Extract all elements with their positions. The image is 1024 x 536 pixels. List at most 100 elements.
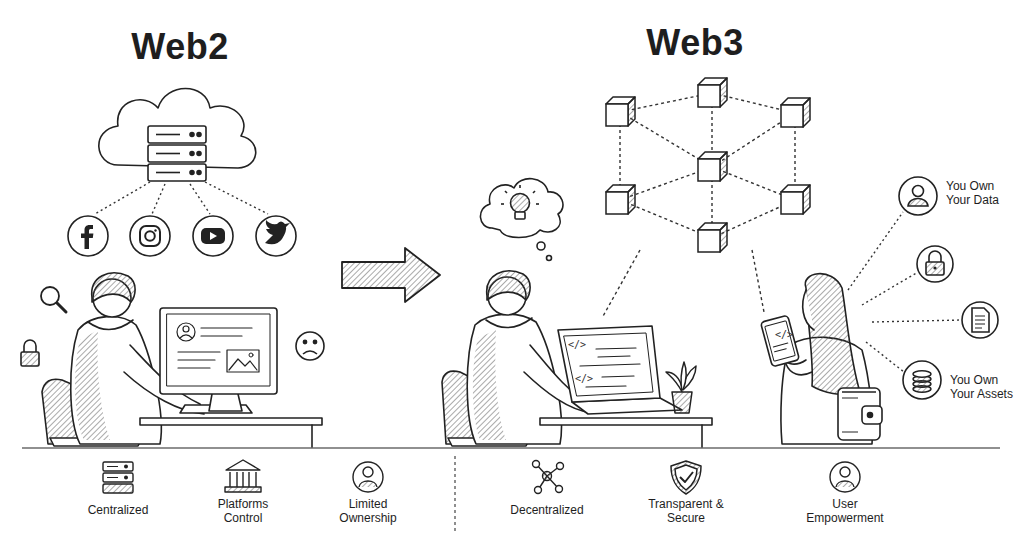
- transition-arrow: [342, 248, 440, 302]
- network-icon: [535, 487, 542, 494]
- web3-developer-at-desk: [602, 376, 634, 377]
- server-icon: [103, 462, 133, 471]
- badge-label: You Own Your Data: [946, 179, 1020, 207]
- code-symbol: </>: [575, 373, 605, 384]
- potted-plant: [681, 362, 686, 392]
- blockchain-block: [606, 97, 635, 126]
- user-icon: [363, 467, 373, 477]
- bank-icon: [226, 460, 260, 470]
- youtube-logo: [201, 228, 225, 244]
- code-symbol: </>: [568, 339, 598, 350]
- dotted-leader: [95, 182, 268, 214]
- lock-badge: [917, 246, 953, 282]
- feature-caption: Platforms Control: [207, 497, 279, 525]
- section-divider: [454, 456, 455, 532]
- feature-caption: Transparent & Secure: [640, 497, 732, 525]
- web2-user-at-desk: [42, 273, 322, 447]
- social-icon: [256, 216, 296, 256]
- web3-user-with-phone: [775, 349, 787, 352]
- sad-face-icon: [303, 340, 306, 343]
- wallet-icon: [868, 413, 873, 418]
- wallet-icon: [838, 388, 882, 440]
- network-icon: [543, 472, 552, 481]
- cloud-server: [190, 152, 194, 156]
- web2-user-at-desk: [201, 327, 252, 328]
- idea-bubble: [536, 203, 539, 205]
- web3-developer-at-desk: [701, 425, 703, 447]
- web2-user-at-desk: [167, 314, 270, 386]
- social-icon: [68, 216, 296, 256]
- blockchain-link: [602, 93, 795, 318]
- bank-icon: [236, 472, 237, 487]
- web2-user-at-desk: [178, 351, 220, 352]
- web3-developer-at-desk: [564, 333, 653, 396]
- user-icon: [359, 481, 377, 487]
- sad-face-icon: [296, 332, 324, 360]
- server-icon: [107, 466, 118, 467]
- user-icon: [836, 481, 854, 487]
- idea-bubble: [515, 212, 525, 219]
- idea-bubble: [480, 179, 563, 238]
- facebook-logo: [81, 225, 93, 249]
- bank-icon: [225, 487, 261, 492]
- sad-face-icon: [313, 340, 316, 343]
- idea-bubble: [537, 242, 545, 250]
- dotted-leader: [152, 184, 165, 214]
- sad-face-icon: [303, 351, 317, 354]
- badge-label: You Own Your Assets: [950, 373, 1022, 401]
- cloud-server: [190, 133, 194, 137]
- blockchain-block: [698, 78, 727, 107]
- blockchain-block: [698, 223, 727, 252]
- social-icon: [68, 216, 108, 256]
- web2-user-at-desk: [249, 353, 253, 357]
- cloud-server: [190, 171, 194, 175]
- dotted-leader: [848, 212, 962, 372]
- web3-developer-at-desk: [558, 326, 660, 402]
- badge-circle: [899, 177, 937, 215]
- web3-user-with-phone: [803, 290, 814, 330]
- lock-icon: [21, 352, 39, 366]
- instagram-logo: [154, 229, 156, 231]
- web3-developer-at-desk: [580, 364, 640, 366]
- idea-bubble: [533, 191, 535, 193]
- network-icon: [556, 486, 563, 493]
- bank-icon: [229, 472, 230, 487]
- web3-user-with-phone: [765, 321, 796, 361]
- document-badge: [962, 302, 998, 338]
- web2-user-at-desk: [183, 326, 189, 332]
- web2-user-at-desk: [178, 359, 215, 360]
- cloud-server: [99, 89, 256, 169]
- cloud-server: [148, 164, 206, 181]
- ownership-badge: You Own Your Assets: [900, 357, 1024, 403]
- document-badge: [972, 308, 989, 332]
- bank-icon: [248, 472, 249, 487]
- bank-icon: [255, 472, 256, 487]
- web3-user-with-phone: [761, 315, 800, 367]
- server-icon: [103, 484, 133, 493]
- instagram-logo: [140, 226, 160, 246]
- web2-user-at-desk: [311, 425, 313, 447]
- document-badge: [962, 302, 998, 338]
- web3-developer-at-desk: [596, 348, 636, 349]
- lock-badge: [929, 251, 941, 262]
- instagram-logo: [145, 231, 155, 241]
- server-icon: [125, 476, 128, 479]
- web3-user-with-phone: [773, 343, 787, 347]
- user-icon: [830, 462, 860, 492]
- web2-user-at-desk: [75, 330, 110, 440]
- idea-bubble: [505, 191, 507, 193]
- bank-icon: [242, 472, 243, 487]
- youtube-logo: [210, 232, 217, 240]
- document-badge: [975, 324, 985, 325]
- dotted-leader: [205, 182, 268, 214]
- lock-badge: [917, 246, 953, 282]
- server-icon: [125, 465, 128, 468]
- web2-user-at-desk: [160, 308, 277, 394]
- web2-user-at-desk: [92, 273, 135, 302]
- web3-user-with-phone: [761, 315, 800, 367]
- idea-bubble: [480, 179, 563, 261]
- twitter-logo: [265, 220, 290, 244]
- web3-developer-at-desk: [540, 418, 712, 425]
